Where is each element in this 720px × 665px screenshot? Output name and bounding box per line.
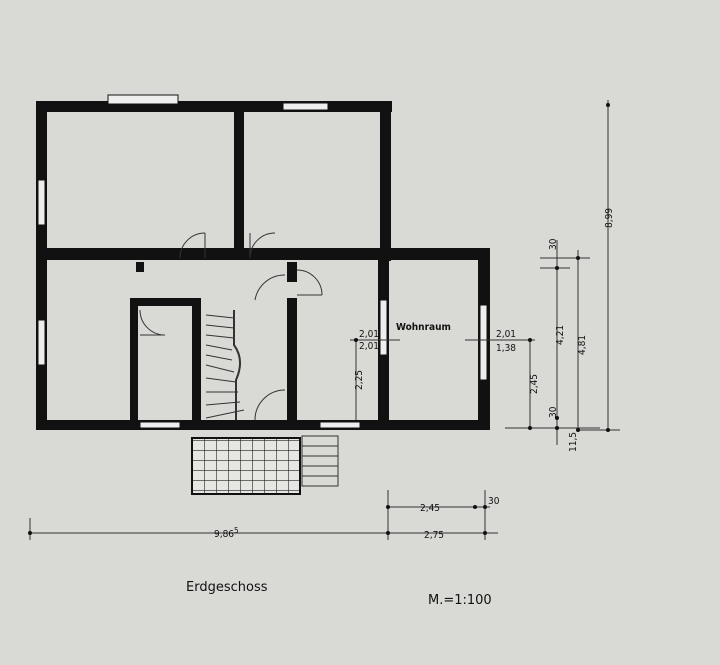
dim-plinth: 11,5 — [568, 432, 579, 452]
dim-hall-h: 2,25 — [354, 370, 365, 390]
room-label-wohnraum: Wohnraum — [396, 322, 451, 333]
dim-inner-w-right: 2,01 — [496, 329, 516, 340]
dim-wall-bottom: 30 — [548, 406, 559, 418]
dim-wall-top: 30 — [548, 238, 559, 250]
dim-wing-inner-w: 2,45 — [420, 503, 440, 514]
floor-title: Erdgeschoss — [186, 580, 268, 595]
staircase — [205, 310, 245, 420]
terrace — [191, 437, 301, 495]
dimension-dots — [28, 103, 610, 535]
dim-wing-wall: 30 — [488, 496, 500, 507]
walls — [36, 101, 490, 430]
dim-right-h: 2,45 — [529, 374, 540, 394]
steps — [301, 435, 339, 487]
dim-total-w: 9,865 — [214, 526, 239, 540]
scale-label: M.=1:100 — [428, 593, 492, 608]
dim-inner-w-left: 2,01 — [359, 329, 379, 340]
windows — [37, 94, 488, 429]
dim-inner-w-left2: 2,01 — [359, 341, 379, 352]
dim-room-h: 4,21 — [555, 325, 566, 345]
dim-total-h: 8,99 — [604, 208, 615, 228]
dim-inner-h-right: 1,38 — [496, 343, 516, 354]
doors — [139, 232, 323, 421]
dimension-lines — [29, 100, 620, 540]
dim-wing-h: 4,81 — [577, 335, 588, 355]
dim-wing-w: 2,75 — [424, 530, 444, 541]
